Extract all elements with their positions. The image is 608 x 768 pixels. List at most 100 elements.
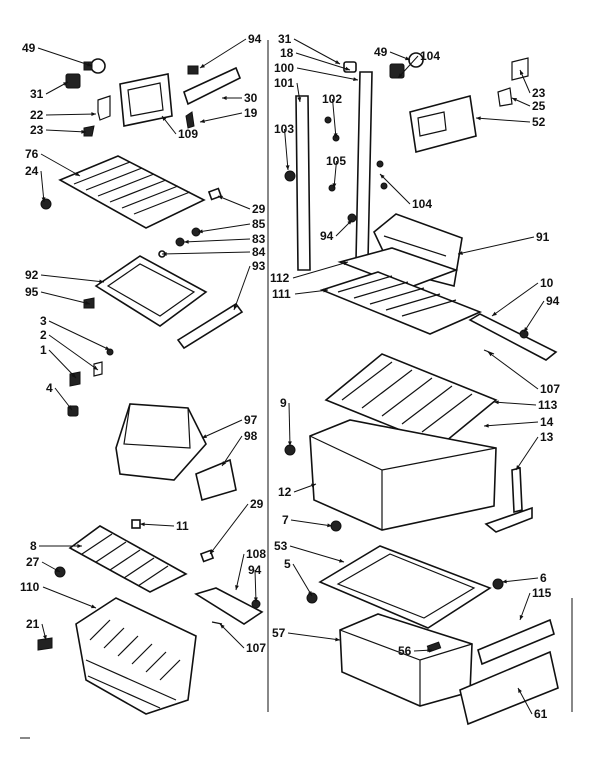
light-shield-part xyxy=(409,94,477,154)
arrowhead xyxy=(71,373,76,378)
light-socket-part xyxy=(65,73,81,89)
screw-part xyxy=(519,329,529,339)
arrowhead xyxy=(222,461,227,466)
callout-label: 1 xyxy=(40,343,47,357)
callout-c4: 4 xyxy=(46,381,73,411)
callout-label: 31 xyxy=(30,87,44,101)
leader-line xyxy=(54,387,73,411)
leader-line xyxy=(254,569,257,603)
callout-c94d: 94 xyxy=(523,294,560,333)
callout-label: 108 xyxy=(246,547,266,561)
callout-c101: 101 xyxy=(274,76,302,103)
callout-c107b: 107 xyxy=(487,351,560,396)
callout-c113: 113 xyxy=(493,398,558,412)
callout-c92: 92 xyxy=(25,268,105,284)
clip-part xyxy=(83,297,95,309)
callout-label: 3 xyxy=(40,314,47,328)
pan-support-part xyxy=(306,592,318,604)
callout-label: 5 xyxy=(284,557,291,571)
arrowhead xyxy=(494,400,499,405)
leader-line xyxy=(219,623,245,649)
leader-line xyxy=(289,545,345,563)
arrowhead xyxy=(502,579,507,584)
leader-line xyxy=(292,563,313,597)
leader-line xyxy=(161,251,251,255)
screw-part xyxy=(376,160,384,168)
bin-cover-part xyxy=(195,458,237,502)
leader-line xyxy=(475,117,531,123)
callout-label: 18 xyxy=(280,46,294,60)
callout-label: 100 xyxy=(274,61,294,75)
leader-line xyxy=(292,261,349,279)
arrowhead xyxy=(347,220,352,225)
arrowhead xyxy=(332,183,337,188)
callout-c22: 22 xyxy=(30,108,97,122)
arrowhead xyxy=(512,98,517,102)
leader-line xyxy=(40,274,105,283)
shelf-cover-part xyxy=(183,66,242,106)
callout-label: 103 xyxy=(274,122,294,136)
callout-label: 11 xyxy=(176,519,189,533)
drawer-stop-part xyxy=(284,444,296,456)
leader-line xyxy=(294,289,329,295)
arrowhead xyxy=(218,195,223,200)
basket-glide-part xyxy=(37,637,53,651)
callout-label: 94 xyxy=(320,229,334,243)
arrowhead xyxy=(91,112,96,117)
callout-c93: 93 xyxy=(233,259,266,311)
arrowhead xyxy=(297,97,302,102)
callout-label: 6 xyxy=(540,571,547,585)
callout-c100: 100 xyxy=(274,61,359,82)
callout-label: 107 xyxy=(540,382,560,396)
callout-c7: 7 xyxy=(282,513,333,528)
callout-label: 95 xyxy=(25,285,39,299)
callout-c115: 115 xyxy=(519,586,552,621)
callout-c52: 52 xyxy=(475,115,546,129)
callout-label: 49 xyxy=(374,45,388,59)
socket-part xyxy=(343,61,357,73)
callout-c97: 97 xyxy=(201,413,258,439)
callout-c95: 95 xyxy=(25,285,91,305)
callout-c107a: 107 xyxy=(219,623,266,655)
callout-c10: 10 xyxy=(491,276,554,317)
stud-part xyxy=(207,187,223,201)
arrowhead xyxy=(235,585,239,590)
callout-label: 109 xyxy=(178,127,198,141)
leader-line xyxy=(517,687,533,715)
arrowhead xyxy=(42,635,47,640)
screw-part xyxy=(347,213,357,223)
arrowhead xyxy=(405,56,410,61)
arrowhead xyxy=(93,365,98,370)
callout-label: 110 xyxy=(20,580,40,594)
callout-label: 25 xyxy=(532,99,546,113)
wire-shelf-part xyxy=(58,155,206,229)
callout-label: 107 xyxy=(246,641,266,655)
arrowhead xyxy=(77,544,82,548)
callout-c23b: 23 xyxy=(519,69,546,100)
callout-c112: 112 xyxy=(270,261,349,285)
leader-line xyxy=(295,52,351,71)
callout-label: 111 xyxy=(272,287,291,301)
leader-line xyxy=(233,265,251,311)
arrowhead xyxy=(458,251,463,255)
callout-label: 112 xyxy=(270,271,290,285)
callout-c49b: 49 xyxy=(374,45,411,61)
callout-c104a: 104 xyxy=(397,49,440,79)
arrowhead xyxy=(345,66,350,71)
leader-line xyxy=(48,320,111,351)
bracket-part xyxy=(69,371,81,387)
callout-c14: 14 xyxy=(483,415,554,429)
screw-part xyxy=(324,116,332,124)
door-bin-part xyxy=(115,403,207,481)
screw-part xyxy=(380,182,388,190)
callout-c13: 13 xyxy=(515,430,554,471)
leader-line xyxy=(290,519,333,527)
arrowhead xyxy=(67,405,72,410)
callout-c110: 110 xyxy=(20,580,97,609)
callout-c94c: 94 xyxy=(320,219,353,243)
leader-line xyxy=(296,67,359,81)
rail-cap-part xyxy=(284,170,296,182)
callout-label: 12 xyxy=(278,485,292,499)
callout-label: 19 xyxy=(244,106,258,120)
